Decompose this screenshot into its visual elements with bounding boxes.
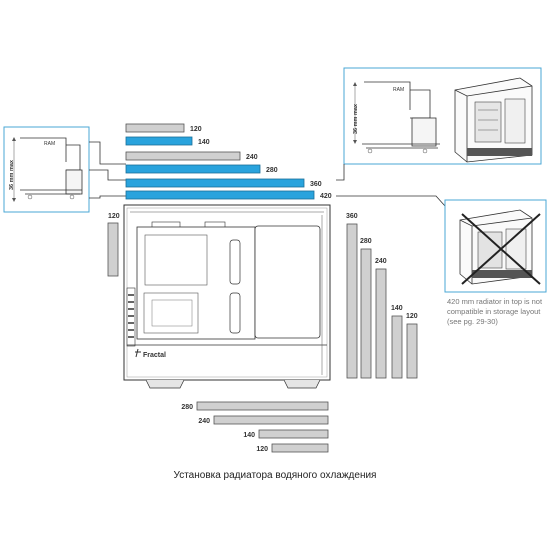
- front-radiator-bar-240: [375, 268, 387, 379]
- case-render-open-icon: [454, 77, 533, 163]
- bottom-radiator-label-280: 280: [181, 404, 193, 411]
- storage-layout-note: 420 mm radiator in top is not compatible…: [447, 297, 543, 326]
- top-radiator-bar-140: [125, 136, 193, 146]
- case-side-view: Fractal: [123, 204, 331, 389]
- bottom-radiator-label-140: 140: [243, 432, 255, 439]
- front-radiator-label-120: 120: [406, 313, 418, 320]
- brand-label: Fractal: [143, 352, 166, 359]
- incompatible-cross-icon: [461, 213, 541, 285]
- front-radiator-label-360: 360: [346, 213, 358, 220]
- figure-caption: Установка радиатора водяного охлаждения: [173, 470, 377, 481]
- top-radiator-bar-360: [125, 178, 305, 188]
- expansion-slots: [126, 287, 136, 347]
- top-radiator-label-280: 280: [266, 167, 278, 174]
- bottom-radiator-bar-280: [196, 401, 329, 411]
- ram-clearance-callout-right: 36 mm max RAM: [343, 67, 542, 165]
- ram-clearance-callout-left: 36 mm max RAM: [3, 126, 90, 213]
- top-radiator-label-420: 420: [320, 193, 332, 200]
- fractal-logo: Fractal: [135, 348, 166, 359]
- top-radiator-label-240: 240: [246, 154, 258, 161]
- bottom-radiator-label-240: 240: [198, 418, 210, 425]
- ram-label-right: RAM: [393, 87, 404, 93]
- rear-radiator-bar: [107, 222, 119, 277]
- front-radiator-label-240: 240: [375, 258, 387, 265]
- ram-label-left: RAM: [44, 141, 55, 147]
- bottom-radiator-label-120: 120: [256, 446, 268, 453]
- top-radiator-bar-240: [125, 151, 241, 161]
- top-radiator-bar-120: [125, 123, 185, 133]
- top-radiator-label-140: 140: [198, 139, 210, 146]
- bottom-radiator-bar-120: [271, 443, 329, 453]
- front-radiator-bar-280: [360, 248, 372, 379]
- front-radiator-bar-140: [391, 315, 403, 379]
- rear-radiator-label: 120: [108, 213, 120, 220]
- top-radiator-label-360: 360: [310, 181, 322, 188]
- callout-connector-lines: [89, 141, 446, 207]
- front-radiator-label-280: 280: [360, 238, 372, 245]
- rear-radiator: 120: [107, 213, 120, 277]
- ram-clearance-label-left: 36 mm max: [9, 159, 15, 190]
- top-radiator-label-120: 120: [190, 126, 202, 133]
- bottom-radiator-bar-240: [213, 415, 329, 425]
- top-radiator-bar-280: [125, 164, 261, 174]
- front-panel: [254, 225, 321, 339]
- bottom-radiator-bar-140: [258, 429, 329, 439]
- top-radiator-bar-420: [125, 190, 315, 200]
- top-radiator-bars: 120 140 240 280 360 420: [125, 123, 332, 200]
- front-radiator-bar-360: [346, 223, 358, 379]
- ram-clearance-label-right: 36 mm max: [353, 103, 359, 134]
- front-radiator-label-140: 140: [391, 305, 403, 312]
- front-radiator-bar-120: [406, 323, 418, 379]
- storage-layout-callout: [444, 199, 547, 293]
